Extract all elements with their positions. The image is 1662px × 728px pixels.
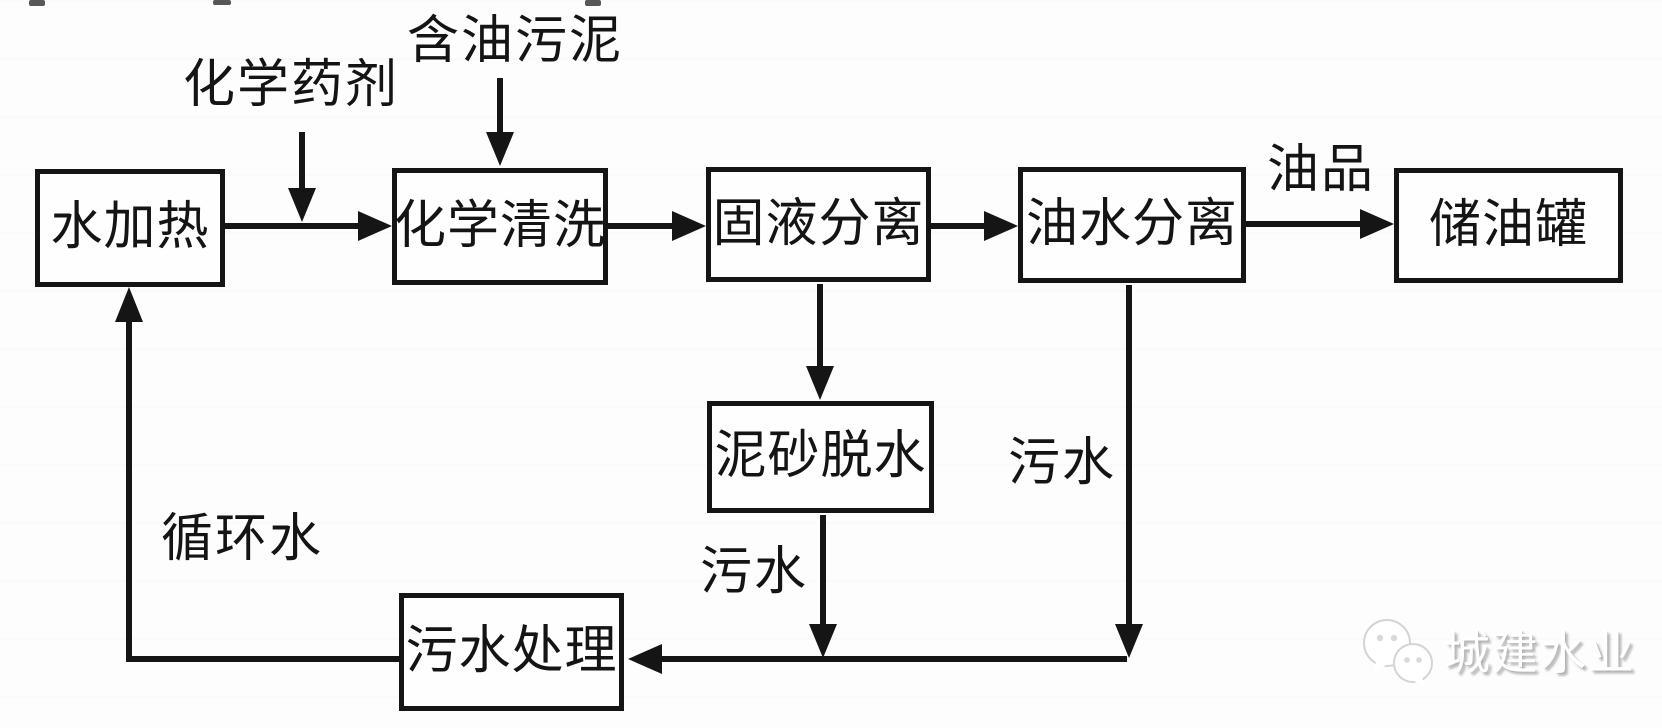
node-solid-liquid-separation-label: 固液分离 bbox=[712, 195, 925, 253]
scan-artifact bbox=[213, 0, 231, 5]
label-wastewater-right: 污水 bbox=[1008, 435, 1117, 492]
label-circulating-water: 循环水 bbox=[161, 511, 324, 568]
node-water-heating-label: 水加热 bbox=[50, 199, 210, 256]
arrow-oil-water-separation-down bbox=[1115, 285, 1143, 658]
arrow-circulating-water-return bbox=[115, 287, 399, 662]
label-chemical-agent: 化学药剂 bbox=[183, 57, 400, 114]
watermark: 城建水业 bbox=[1356, 608, 1646, 700]
arrow-chemical-agent-down bbox=[288, 132, 316, 222]
node-chemical-cleaning-label: 化学清洗 bbox=[394, 197, 607, 255]
node-oil-water-separation-label: 油水分离 bbox=[1025, 196, 1238, 253]
node-oil-water-separation: 油水分离 bbox=[1018, 167, 1246, 283]
node-chemical-cleaning: 化学清洗 bbox=[392, 168, 608, 285]
arrow-chemical-cleaning-to-solid-liquid bbox=[608, 211, 706, 241]
arrow-collector-to-wastewater-treatment bbox=[628, 644, 1127, 674]
node-water-heating: 水加热 bbox=[35, 169, 225, 287]
node-oil-storage-tank-label: 储油罐 bbox=[1428, 196, 1588, 254]
scan-artifact bbox=[585, 0, 601, 6]
arrow-oil-water-to-storage-tank bbox=[1246, 209, 1394, 239]
node-solid-liquid-separation: 固液分离 bbox=[706, 167, 931, 282]
node-wastewater-treatment: 污水处理 bbox=[399, 593, 624, 711]
wechat-style-bubbles-icon bbox=[1363, 619, 1433, 688]
node-oil-storage-tank: 储油罐 bbox=[1394, 168, 1623, 283]
scan-artifact bbox=[29, 0, 45, 6]
node-wastewater-treatment-label: 污水处理 bbox=[405, 623, 618, 680]
watermark-text: 城建水业 bbox=[1444, 628, 1636, 679]
arrow-solid-liquid-to-oil-water bbox=[931, 211, 1018, 241]
node-sediment-dewatering-label: 泥砂脱水 bbox=[714, 428, 927, 485]
arrow-oily-sludge-down bbox=[486, 78, 514, 166]
label-wastewater-middle: 污水 bbox=[700, 544, 809, 601]
arrow-sediment-dewatering-down bbox=[809, 515, 837, 658]
arrow-water-heating-to-chemical-cleaning bbox=[225, 211, 392, 241]
label-oily-sludge: 含油污泥 bbox=[407, 13, 624, 70]
label-oil-product: 油品 bbox=[1267, 142, 1376, 199]
arrow-solid-liquid-to-sediment-dewatering bbox=[806, 284, 834, 400]
node-sediment-dewatering: 泥砂脱水 bbox=[707, 401, 934, 513]
